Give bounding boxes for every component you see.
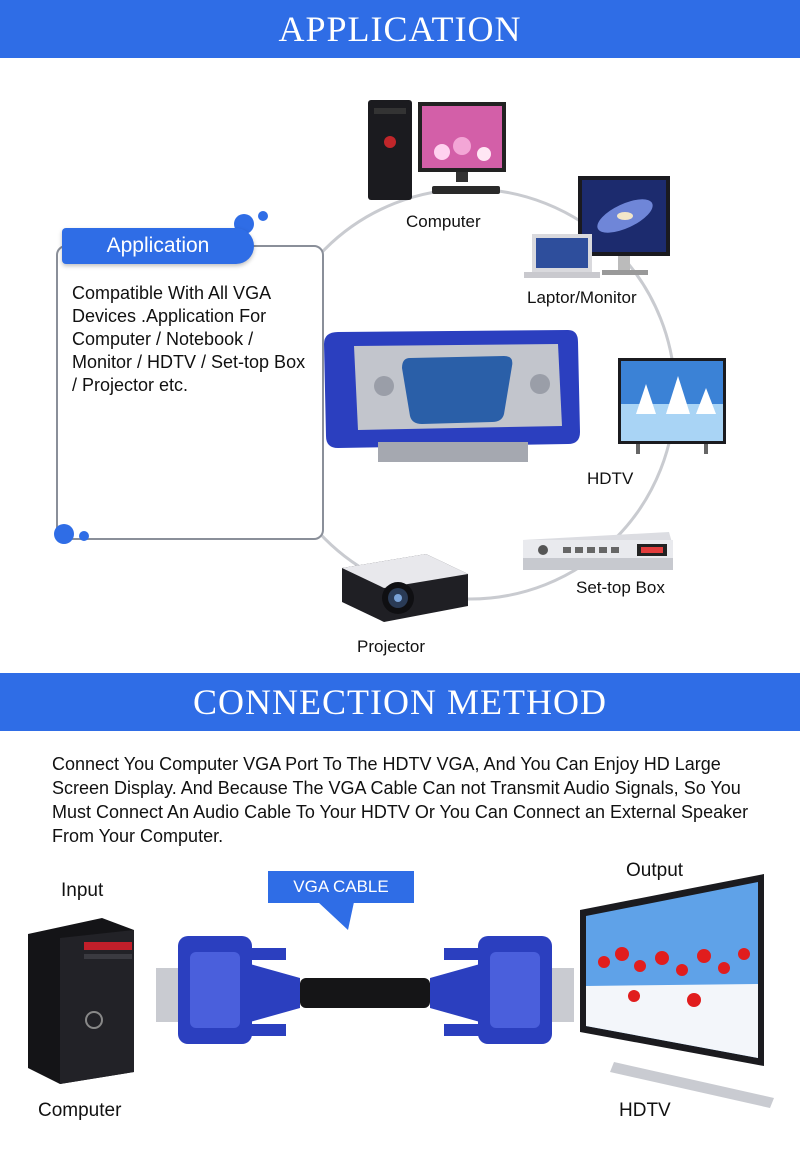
vga-cable-label: VGA CABLE xyxy=(268,871,414,903)
vga-connector-image xyxy=(324,330,580,462)
settop-box-label: Set-top Box xyxy=(576,578,665,597)
input-label: Input xyxy=(61,880,104,901)
application-description: Compatible With All VGA Devices .Applica… xyxy=(72,283,306,395)
computer-label: Computer xyxy=(406,212,481,231)
decor-dot xyxy=(54,524,74,544)
projector-image xyxy=(342,554,468,622)
output-label: Output xyxy=(626,860,684,881)
application-title: APPLICATION xyxy=(278,9,522,49)
decor-dot xyxy=(79,531,89,541)
laptop-monitor-label: Laptor/Monitor xyxy=(527,288,637,307)
decor-dot xyxy=(258,211,268,221)
hdtv-label: HDTV xyxy=(587,469,634,488)
connection-description: Connect You Computer VGA Port To The HDT… xyxy=(52,754,749,846)
projector-label: Projector xyxy=(357,637,426,656)
computer-bottom-label: Computer xyxy=(38,1100,122,1121)
laptop-monitor-image xyxy=(524,176,670,278)
application-pill-label: Application xyxy=(106,234,210,257)
vga-cable-image xyxy=(156,936,574,1044)
application-pill: Application xyxy=(62,228,254,264)
connection-banner: CONNECTION METHOD xyxy=(0,673,800,731)
hdtv-image xyxy=(618,358,726,454)
computer-image xyxy=(368,100,506,200)
vga-callout-pointer xyxy=(318,902,354,930)
computer-tower-image xyxy=(28,918,134,1084)
hdtv-bottom-label: HDTV xyxy=(619,1100,671,1121)
application-banner: APPLICATION xyxy=(0,0,800,58)
application-info-box xyxy=(56,245,324,540)
vga-cable-label-text: VGA CABLE xyxy=(293,877,389,896)
connection-title: CONNECTION METHOD xyxy=(193,682,607,722)
settop-box-image xyxy=(523,532,673,570)
hdtv-bottom-image xyxy=(580,874,774,1108)
